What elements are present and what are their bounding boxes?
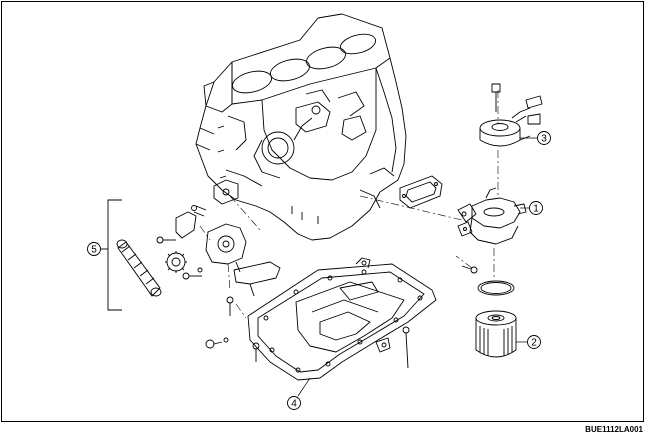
callout-3: 3 xyxy=(537,131,551,145)
svg-text:2: 2 xyxy=(531,338,537,349)
svg-text:3: 3 xyxy=(541,134,547,145)
filter-bolt-and-o-ring xyxy=(461,265,515,296)
callout-4: 4 xyxy=(287,396,301,410)
diagram-border xyxy=(1,1,644,422)
oil-pan xyxy=(247,257,437,381)
svg-text:4: 4 xyxy=(291,399,297,410)
oil-cooler xyxy=(479,83,543,147)
oil-filter xyxy=(475,310,517,358)
callout-5-bracket xyxy=(100,199,122,311)
callout-5: 5 xyxy=(87,242,101,256)
gasket xyxy=(399,175,443,209)
svg-text:5: 5 xyxy=(91,245,97,256)
leader-lines xyxy=(297,137,538,397)
callout-2: 2 xyxy=(527,335,541,349)
timing-chain xyxy=(116,239,162,297)
cylinder-block xyxy=(195,13,407,241)
construction-lines xyxy=(199,90,499,319)
oil-filter-body xyxy=(457,187,527,245)
callout-1: 1 xyxy=(529,201,543,215)
oil-pan-bolts xyxy=(205,296,410,369)
figure-code: BUE1112LA001 xyxy=(585,425,643,434)
oil-pump-assembly xyxy=(156,179,281,297)
svg-text:1: 1 xyxy=(533,204,539,215)
